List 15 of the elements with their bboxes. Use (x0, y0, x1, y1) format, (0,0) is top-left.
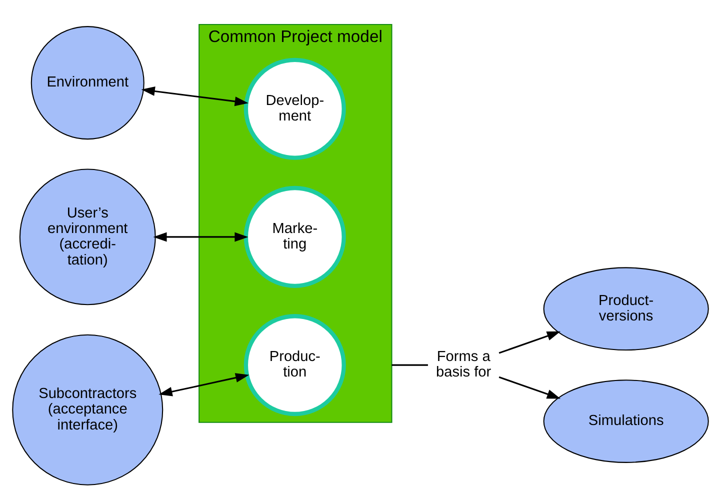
node-circle: Produc- tion (244, 314, 346, 416)
arrow (498, 376, 561, 399)
node-circle: Environment (30, 26, 144, 140)
arrow (158, 373, 250, 396)
node-text: Forms a basis for (436, 349, 492, 381)
node-circle: Develop- ment (244, 58, 346, 160)
node-circle: User’s environment (accredi- tation) (19, 168, 156, 306)
arrow (153, 232, 248, 242)
node-ellipse: Simulations (543, 380, 709, 463)
node-ellipse: Product- versions (543, 267, 709, 350)
connector (392, 364, 428, 366)
node-circle: Marke- ting (244, 186, 346, 288)
arrow (141, 86, 248, 106)
node-circle: Subcontractors (acceptance interface) (12, 334, 164, 486)
arrow (498, 331, 561, 354)
